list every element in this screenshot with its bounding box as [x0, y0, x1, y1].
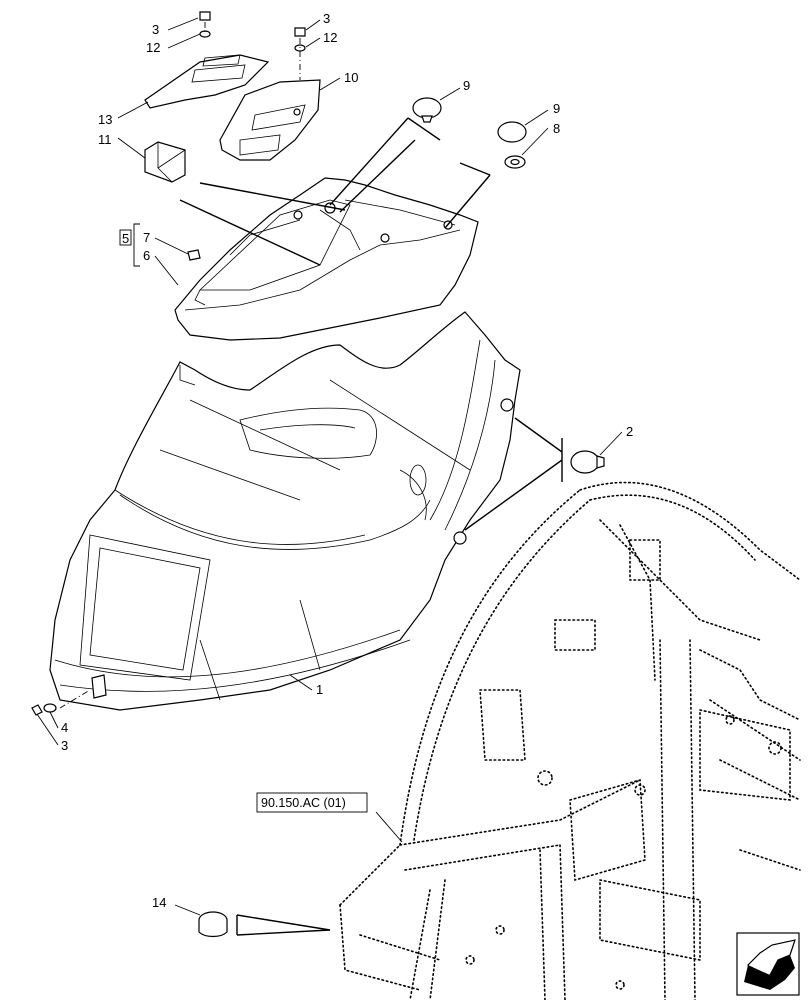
- callout-3: 3: [152, 22, 159, 37]
- exploded-view-lines: [179, 117, 563, 936]
- grommet-part: [570, 450, 605, 474]
- callout-9: 9: [553, 101, 560, 116]
- callout-3: 3: [61, 738, 68, 753]
- callout-5: 5: [122, 231, 129, 246]
- callout-labels: 3 12 3 12 13 10 11 9 9 8 5 7 6 2 1 4 3 1…: [61, 11, 633, 910]
- group-box: [119, 229, 132, 246]
- plug-part: [412, 97, 527, 169]
- callout-7: 7: [143, 230, 150, 245]
- switch-plate-left: [144, 54, 270, 109]
- cab-frame-outline: [339, 481, 801, 1000]
- cab-liner-part: [49, 311, 521, 711]
- arrow-icon[interactable]: [736, 932, 800, 996]
- reference-link[interactable]: 90.150.AC (01): [256, 792, 368, 813]
- clip-part: [187, 249, 201, 261]
- callout-10: 10: [344, 70, 358, 85]
- callout-9: 9: [463, 78, 470, 93]
- switch-box-part: [144, 141, 186, 183]
- upper-console-part: [174, 177, 479, 341]
- screw-icon: [31, 11, 306, 716]
- cap-part: [198, 911, 228, 938]
- leader-lines: [36, 17, 623, 916]
- switch-plate-right: [219, 79, 321, 161]
- callout-4: 4: [61, 720, 68, 735]
- callout-12: 12: [146, 40, 160, 55]
- callout-2: 2: [626, 424, 633, 439]
- callout-12: 12: [323, 30, 337, 45]
- callout-11: 11: [98, 132, 112, 147]
- callout-8: 8: [553, 121, 560, 136]
- callout-14: 14: [152, 895, 166, 910]
- reference-label: 90.150.AC (01): [261, 796, 346, 810]
- callout-6: 6: [143, 248, 150, 263]
- callout-3: 3: [323, 11, 330, 26]
- callout-1: 1: [316, 682, 323, 697]
- callout-13: 13: [98, 112, 112, 127]
